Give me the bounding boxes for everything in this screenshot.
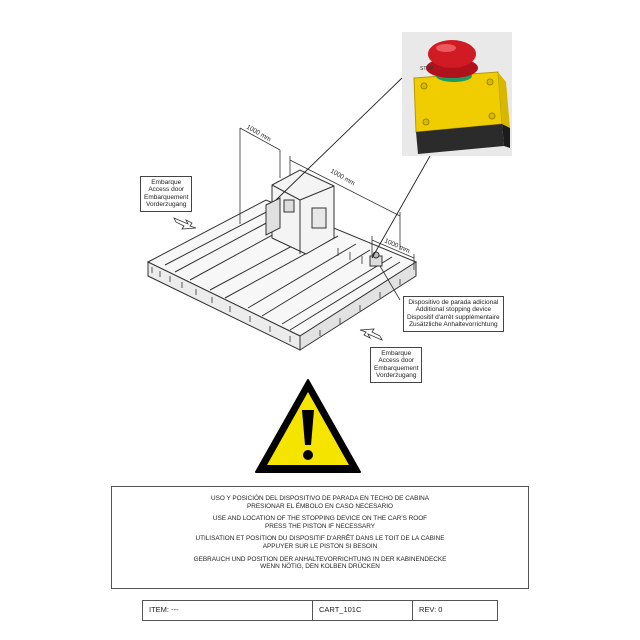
drawing-code: CART_101C xyxy=(313,601,413,620)
leader-lines xyxy=(275,77,431,259)
label-line: Additional stopping device xyxy=(415,306,492,314)
access-door-left-label: Embarque Access door Embarquement Vorder… xyxy=(140,176,193,212)
label-line: Embarquement xyxy=(374,364,419,372)
label-line: Embarquement xyxy=(144,193,189,201)
svg-text:STOP: STOP xyxy=(420,66,434,72)
access-door-left-arrow xyxy=(173,217,197,230)
dimension-top-label: 1000 mm xyxy=(329,168,356,188)
label-line: Dispositivo de parada adicional xyxy=(408,299,499,306)
label-line: Zusätzliche Anhaltevorrichtung xyxy=(409,321,498,329)
label-line: Access door xyxy=(378,357,415,365)
instructions-es: USO Y POSICIÓN DEL DISPOSITIVO DE PARADA… xyxy=(210,495,430,510)
instructions-de: GEBRAUCH UND POSITION DER ANHALTEVORRICH… xyxy=(193,555,447,571)
label-line: Dispositif d'arrêt supplémentaire xyxy=(407,313,500,321)
label-line: Vorderzugang xyxy=(375,372,417,380)
access-door-right-arrow xyxy=(359,328,383,341)
stopping-device-label: Dispositivo de parada adicional Addition… xyxy=(403,296,504,332)
label-line: Embarque xyxy=(381,350,412,357)
dimension-lines xyxy=(239,127,415,270)
item-field: ITEM: --- xyxy=(143,601,313,620)
dimension-left-label: 1000 mm xyxy=(245,124,272,144)
access-door-right-label: Embarque Access door Embarquement Vorder… xyxy=(370,347,423,383)
warning-triangle-icon xyxy=(255,379,361,473)
label-line: Access door xyxy=(148,186,185,194)
roof-platform xyxy=(146,199,418,351)
emergency-stop-button-photo: STOP xyxy=(402,32,512,156)
label-line: Embarque xyxy=(151,179,182,186)
instructions-fr: UTILISATION ET POSITION DU DISPOSITIF D'… xyxy=(195,535,445,550)
instructions-box: USO Y POSICIÓN DEL DISPOSITIVO DE PARADA… xyxy=(111,486,529,589)
revision-field: REV: 0 xyxy=(419,605,443,614)
inspection-box xyxy=(265,169,335,255)
label-line: Vorderzugang xyxy=(145,201,187,209)
instructions-en: USE AND LOCATION OF THE STOPPING DEVICE … xyxy=(212,515,428,530)
title-block: ITEM: --- CART_101C REV: 0 xyxy=(142,600,498,621)
